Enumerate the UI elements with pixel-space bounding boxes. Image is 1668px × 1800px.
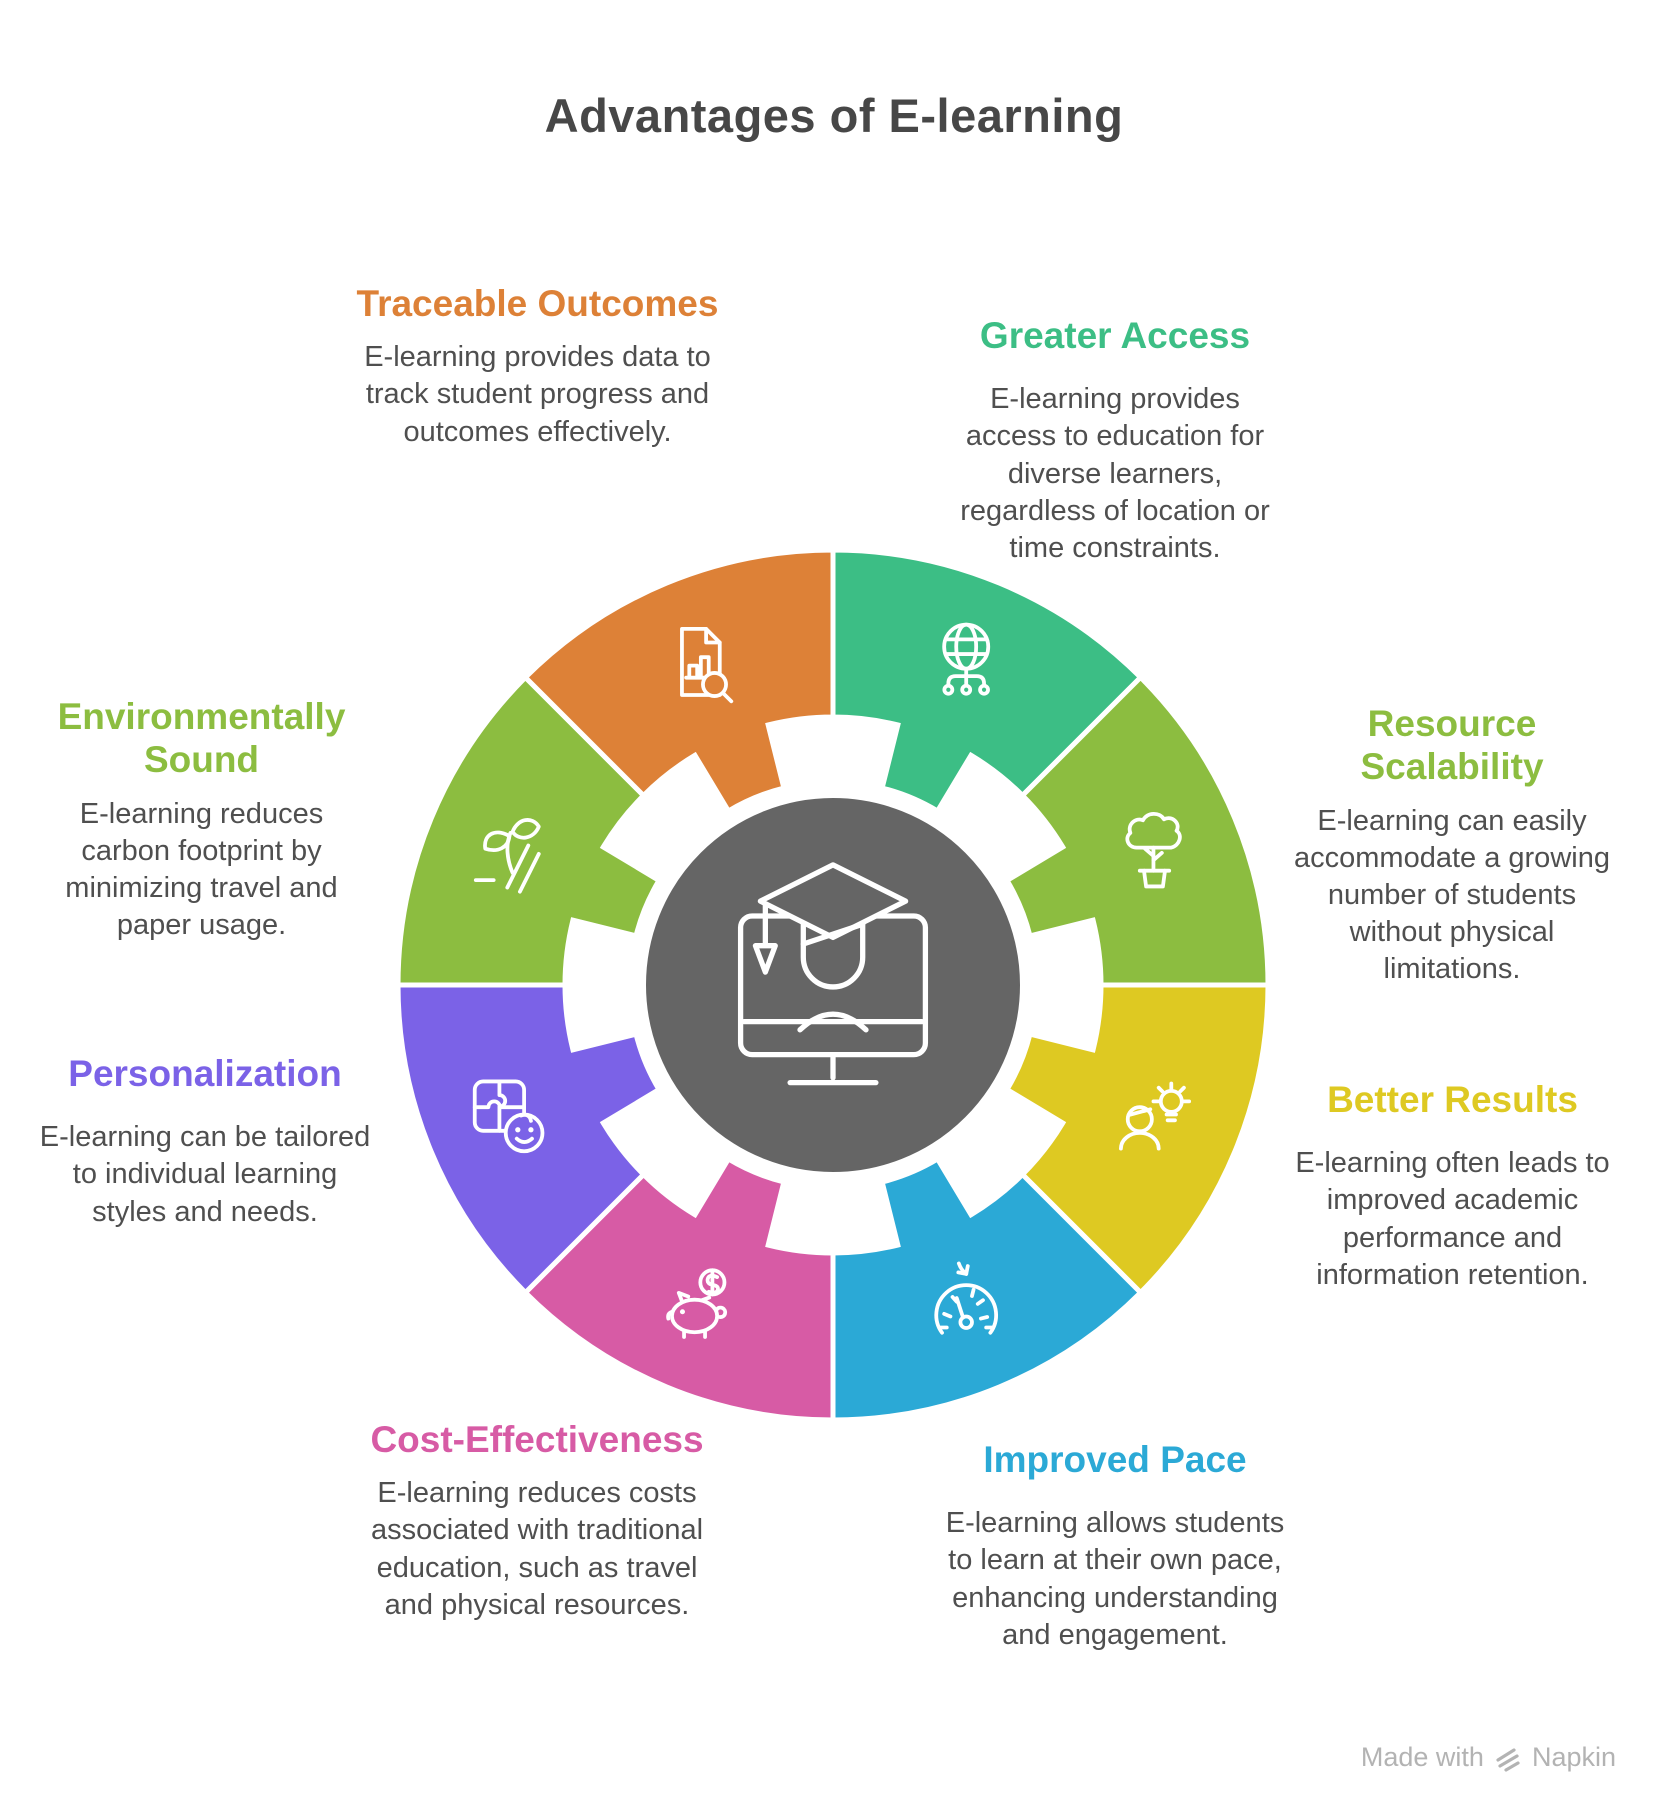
- section-environmentally-sound: Environmentally Sound E-learning reduces…: [35, 695, 368, 944]
- segment-traceable-outcomes: [521, 547, 836, 815]
- section-body: E-learning reduces costs associated with…: [370, 1477, 704, 1621]
- section-body: E-learning often leads to improved acade…: [1295, 1147, 1610, 1291]
- speedometer-icon: [934, 1261, 999, 1335]
- section-body: E-learning allows students to learn at t…: [945, 1507, 1285, 1651]
- page-title: Advantages of E-learning: [544, 89, 1124, 142]
- section-heading: Resource Scalability: [1360, 703, 1544, 788]
- section-personalization: Personalization E-learning can be tailor…: [35, 1052, 375, 1231]
- doc-chart-magnifier-icon: [680, 626, 734, 704]
- section-body: E-learning provides access to education …: [960, 383, 1270, 564]
- sprout-icon: [473, 818, 541, 894]
- section-heading: Cost-Effectiveness: [370, 1419, 704, 1460]
- potted-tree-icon: [1125, 811, 1182, 889]
- globe-network-icon: [942, 622, 991, 696]
- section-greater-access: Greater Access E-learning provides acces…: [950, 314, 1280, 567]
- section-body: E-learning provides data to track studen…: [364, 341, 711, 448]
- section-heading: Personalization: [68, 1053, 342, 1094]
- section-body: E-learning can easily accommodate a grow…: [1294, 804, 1610, 985]
- section-heading: Better Results: [1327, 1079, 1578, 1120]
- section-heading: Greater Access: [979, 315, 1251, 356]
- section-improved-pace: Improved Pace E-learning allows students…: [945, 1438, 1285, 1654]
- section-traceable-outcomes: Traceable Outcomes E-learning provides d…: [350, 282, 725, 451]
- napkin-logo-icon: [1496, 1747, 1520, 1772]
- watermark: Made with Napkin: [1361, 1742, 1616, 1773]
- puzzle-smiley-icon: [472, 1079, 545, 1154]
- watermark-brand: Napkin: [1531, 1742, 1616, 1772]
- section-heading: Traceable Outcomes: [356, 283, 719, 324]
- piggy-bank-icon: [666, 1268, 728, 1339]
- section-heading: Environmentally Sound: [57, 696, 346, 781]
- monitor-graduate-icon: [737, 862, 929, 1086]
- person-lightbulb-icon: [1119, 1081, 1192, 1151]
- watermark-prefix: Made with: [1360, 1742, 1484, 1772]
- section-cost-effectiveness: Cost-Effectiveness E-learning reduces co…: [367, 1418, 707, 1624]
- section-body: E-learning can be tailored to individual…: [39, 1121, 371, 1228]
- section-better-results: Better Results E-learning often leads to…: [1280, 1078, 1625, 1294]
- section-body: E-learning reduces carbon footprint by m…: [65, 797, 338, 941]
- advantages-wheel: [395, 547, 1271, 1423]
- section-heading: Improved Pace: [983, 1439, 1247, 1480]
- section-resource-scalability: Resource Scalability E-learning can easi…: [1287, 702, 1617, 988]
